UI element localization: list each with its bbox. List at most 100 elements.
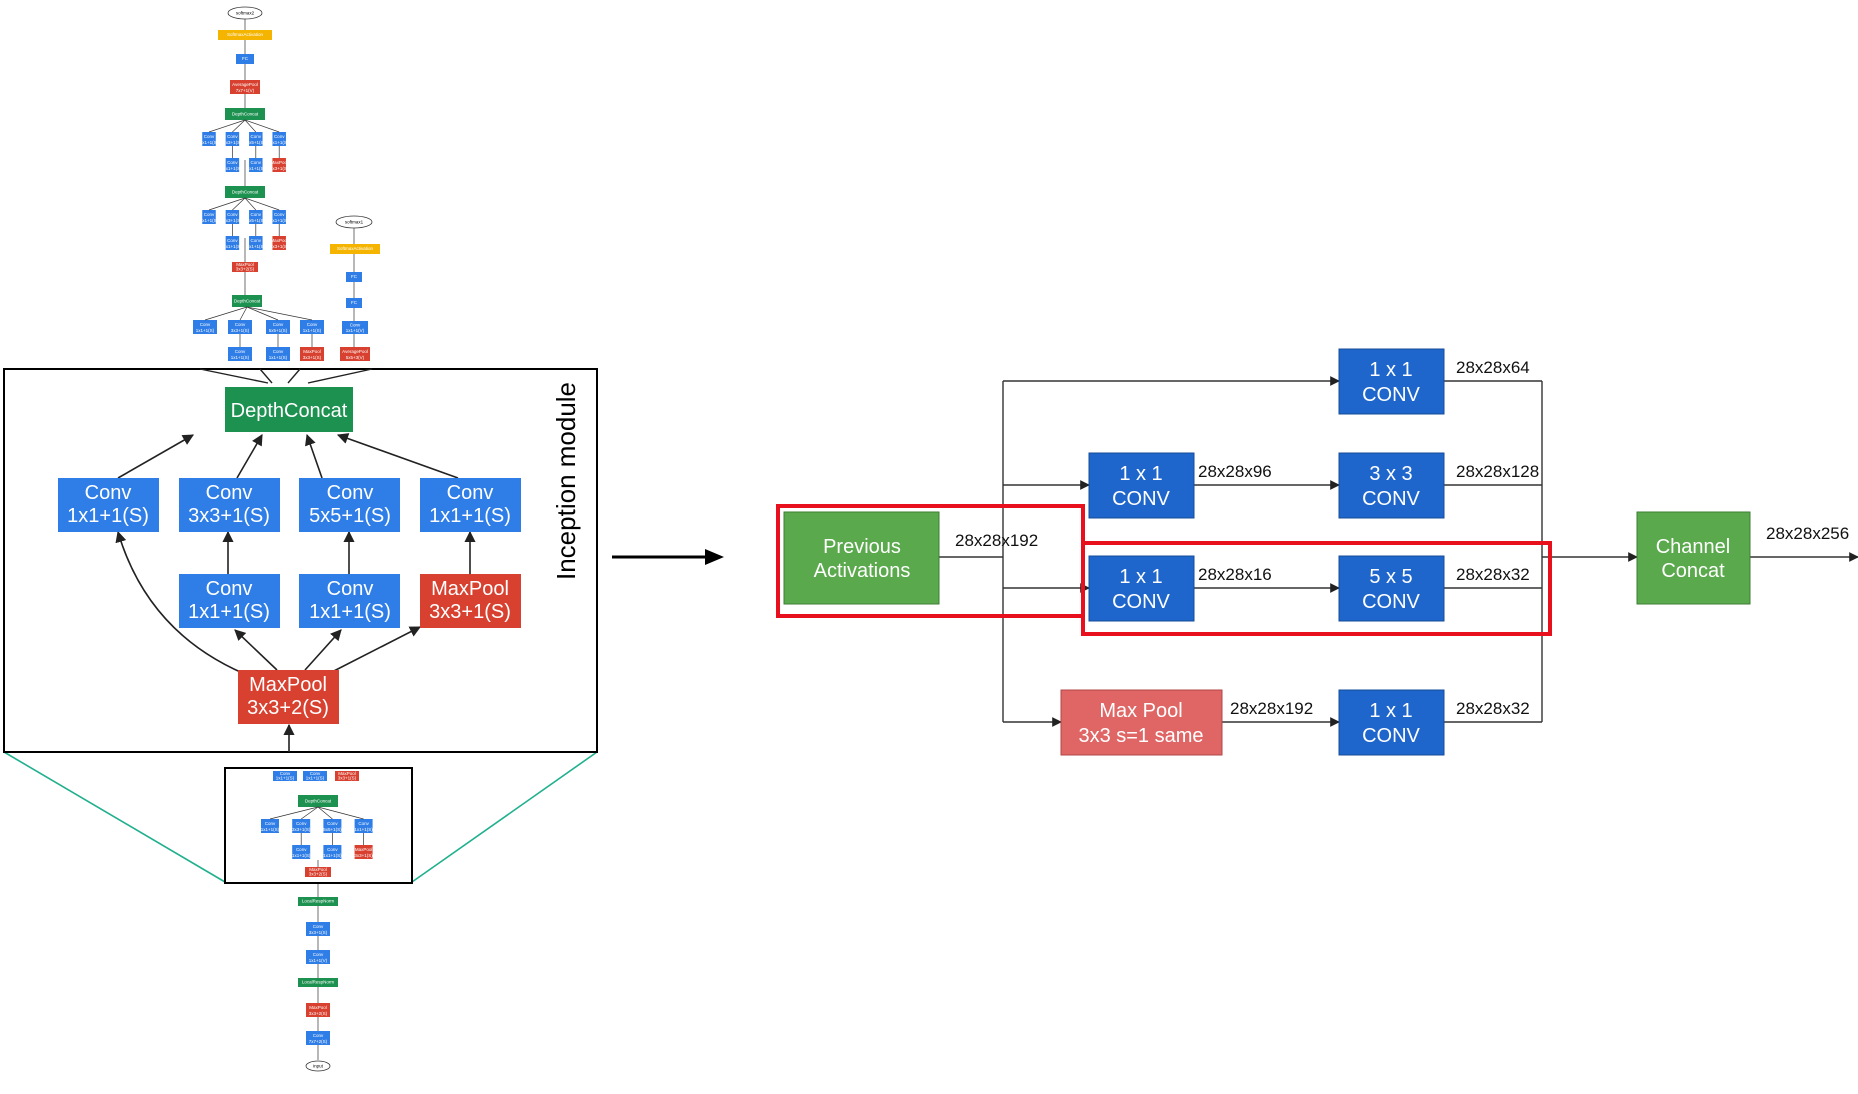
highlight-box-5x5-branch — [1081, 541, 1552, 636]
conv-5x5-params: 5x5+1(S) — [309, 505, 391, 527]
network-node-label: MaxPool — [303, 349, 321, 354]
network-node-label: Conv — [296, 847, 307, 852]
node-conv-5x5: Conv 5x5+1(S) — [299, 478, 400, 532]
channel-concat-line2: Concat — [1661, 560, 1725, 582]
branch4-dim: 28x28x32 — [1456, 699, 1530, 718]
network-node-label: Conv — [310, 771, 321, 776]
lrn-node-1: LocalRespNorm — [298, 978, 338, 987]
conv-reduce-3x3-title: Conv — [206, 578, 253, 600]
node-conv-reduce-3x3: Conv 1x1+1(S) — [179, 574, 280, 628]
network-edge — [208, 197, 246, 211]
googlenet-network: softmax2SoftmaxActivationFCAveragePool7x… — [193, 6, 380, 1072]
conv-1x1-a-title: Conv — [85, 482, 132, 504]
network-node-label: Conv — [204, 212, 215, 217]
node-branch3-conv5x5: 5 x 5 CONV — [1338, 555, 1445, 622]
network-edge — [244, 119, 280, 133]
network-edge — [244, 119, 257, 133]
network-edge — [204, 306, 248, 321]
branch3-reduce-type: CONV — [1112, 591, 1170, 613]
network-node-label: 3x3+1(S) — [231, 328, 250, 333]
branch3-conv-type: CONV — [1362, 591, 1420, 613]
network-node-label: 1x1+1(S) — [223, 166, 242, 171]
network-node-label: 5x5+1(S) — [269, 328, 288, 333]
network-node-label: 3x3+1(S) — [303, 355, 322, 360]
network-terminal-label: softmax2 — [236, 11, 255, 16]
node-previous-activations: Previous Activations — [783, 511, 940, 605]
conv-1x1-b-params: 1x1+1(S) — [429, 505, 511, 527]
aux-fc-node-2: FC — [346, 298, 362, 308]
network-node-label: 1x1+1(S) — [200, 140, 219, 145]
input-terminal: input — [305, 1060, 331, 1072]
network-node-label: DepthConcat — [234, 298, 261, 303]
network-node-label: FC — [351, 300, 358, 305]
network-terminal-label: input — [313, 1064, 324, 1069]
inception-5a-depthconcat: DepthConcat — [225, 186, 265, 198]
network-edge — [239, 306, 248, 321]
previous-activations-line1: Previous — [823, 536, 901, 558]
network-node-label: 3x3+2(S) — [236, 267, 255, 272]
network-node-label: Conv — [251, 238, 262, 243]
network-node-label: 1x1+1(S) — [223, 244, 242, 249]
network-node-label: 3x3+1(S) — [338, 776, 357, 781]
aux-fc-node-1: FC — [346, 272, 362, 282]
conv-reduce-3x3-params: 1x1+1(S) — [188, 601, 270, 623]
branch2-reduce-size: 1 x 1 — [1119, 463, 1162, 485]
network-node-label: 5x5+3(V) — [346, 355, 365, 360]
network-node-label: Conv — [227, 238, 238, 243]
network-node-label: 1x1+1(S) — [270, 218, 289, 223]
branch2-dim: 28x28x128 — [1456, 462, 1539, 481]
channel-concat-line1: Channel — [1656, 536, 1731, 558]
network-node-label: 3x3+1(S) — [223, 218, 242, 223]
node-branch2-conv3x3: 3 x 3 CONV — [1338, 452, 1445, 519]
network-node-label: MaxPool — [309, 1005, 327, 1010]
zoom-line-left — [3, 751, 226, 883]
network-node-label: 3x3+1(S) — [270, 166, 289, 171]
branch3-dim: 28x28x32 — [1456, 565, 1530, 584]
network-node-label: Conv — [235, 349, 246, 354]
network-edge — [269, 806, 319, 820]
node-branch2-reduce: 1 x 1 CONV — [1088, 452, 1195, 519]
node-branch3-reduce: 1 x 1 CONV — [1088, 555, 1195, 622]
network-node-label: 5x5+1(S) — [323, 827, 342, 832]
network-node-label: MaxPool — [270, 160, 288, 165]
conv-5x5-title: Conv — [327, 482, 374, 504]
network-node-label: DepthConcat — [232, 189, 259, 194]
branch3-reduce-size: 1 x 1 — [1119, 566, 1162, 588]
network-node-label: Conv — [313, 924, 324, 929]
network-node-label: FC — [351, 274, 358, 279]
network-node-label: Conv — [200, 322, 211, 327]
conv-1x1-b-title: Conv — [447, 482, 494, 504]
network-node-label: SoftmaxActivation — [227, 32, 264, 37]
network-node-label: Conv — [235, 322, 246, 327]
branch4-pool-params: 3x3 s=1 same — [1078, 725, 1203, 747]
network-node-label: Conv — [327, 847, 338, 852]
network-node-label: 1x1+1(S) — [303, 328, 322, 333]
inception-5b-depthconcat: DepthConcat — [225, 108, 265, 120]
conv-3x3-title: Conv — [206, 482, 253, 504]
zoom-line-right — [411, 751, 598, 883]
network-node-label: 3x3+1(S) — [223, 140, 242, 145]
network-node-label: 1x1+1(S) — [196, 328, 215, 333]
network-node-label: Conv — [280, 771, 291, 776]
right-edges — [939, 376, 1858, 727]
node-channel-concat: Channel Concat — [1636, 511, 1751, 605]
node-maxpool-branch: MaxPool 3x3+1(S) — [420, 574, 521, 628]
